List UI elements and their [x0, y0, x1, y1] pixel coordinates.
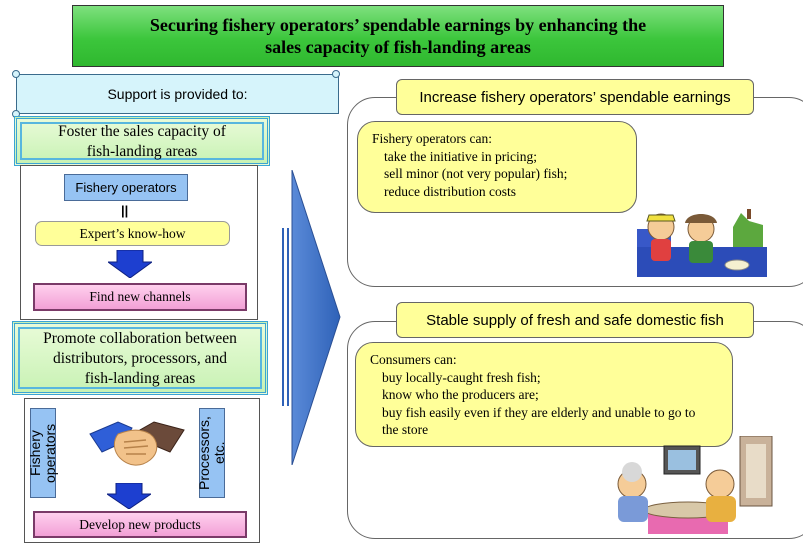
- title-line-1: Securing fishery operators’ spendable ea…: [149, 15, 647, 35]
- handshake-icon: [89, 421, 185, 466]
- section-foster-heading: Foster the sales capacity of fish-landin…: [14, 116, 270, 166]
- list-item: buy locally-caught fresh fish;: [382, 369, 541, 385]
- develop-new-products-box: Develop new products: [33, 511, 247, 538]
- outcome-earnings-tab: Increase fishery operators’ spendable ea…: [396, 79, 754, 115]
- page-title: Securing fishery operators’ spendable ea…: [72, 5, 724, 67]
- processors-vertical-box: Processors, etc.: [196, 408, 227, 498]
- consumers-can-card: Consumers can: buy locally-caught fresh …: [355, 342, 733, 447]
- section-collaboration-heading: Promote collaboration between distributo…: [12, 321, 268, 395]
- down-arrow-icon-2: [107, 483, 151, 509]
- find-new-channels-box: Find new channels: [33, 283, 247, 311]
- collab-heading-line-1: Promote collaboration between: [43, 330, 237, 347]
- list-item: buy fish easily even if they are elderly…: [382, 404, 696, 420]
- scroll-curl-top: [12, 70, 20, 78]
- processors-vertical-label: Processors, etc.: [196, 416, 227, 490]
- collab-heading-line-3: fish-landing areas: [84, 370, 196, 387]
- scroll-curl-top-right: [332, 70, 340, 78]
- fishermen-illustration: [637, 209, 767, 277]
- list-item: know who the producers are;: [382, 387, 539, 402]
- support-label: Support is provided to:: [107, 86, 248, 102]
- fishery-operators-box: Fishery operators: [64, 174, 188, 201]
- outcome-supply-title: Stable supply of fresh and safe domestic…: [426, 311, 724, 329]
- consumers-can-intro: Consumers can:: [370, 352, 457, 367]
- collab-heading-line-2: distributors, processors, and: [53, 350, 227, 367]
- elderly-couple-illustration: [617, 436, 773, 534]
- expert-label: Expert’s know-how: [79, 225, 186, 241]
- down-arrow-icon: [108, 250, 152, 278]
- outcome-supply-tab: Stable supply of fresh and safe domestic…: [396, 302, 754, 338]
- fishery-operators-vertical-box: Fishery operators: [27, 408, 58, 498]
- develop-new-products-label: Develop new products: [79, 516, 201, 532]
- fishery-operators-can-card: Fishery operators can: take the initiati…: [357, 121, 637, 213]
- foster-heading-line-1: Foster the sales capacity of: [58, 123, 226, 140]
- support-banner: Support is provided to:: [16, 74, 339, 114]
- list-item: take the initiative in pricing;: [384, 148, 537, 164]
- fishery-operators-vertical-label: Fishery operators: [27, 423, 58, 483]
- expert-knowhow-pill: Expert’s know-how: [35, 221, 230, 246]
- list-item: sell minor (not very popular) fish;: [384, 166, 568, 181]
- fishery-operators-can-intro: Fishery operators can:: [372, 131, 492, 146]
- fishery-operators-label: Fishery operators: [75, 180, 177, 195]
- outcome-earnings-title: Increase fishery operators’ spendable ea…: [419, 88, 731, 106]
- title-line-2: sales capacity of fish-landing areas: [265, 37, 531, 57]
- large-right-arrow-icon: [282, 170, 341, 465]
- equals-sign: ||: [121, 203, 129, 218]
- find-new-channels-label: Find new channels: [89, 289, 191, 304]
- list-item: the store: [382, 422, 429, 437]
- list-item: reduce distribution costs: [384, 183, 516, 199]
- foster-heading-line-2: fish-landing areas: [86, 143, 198, 160]
